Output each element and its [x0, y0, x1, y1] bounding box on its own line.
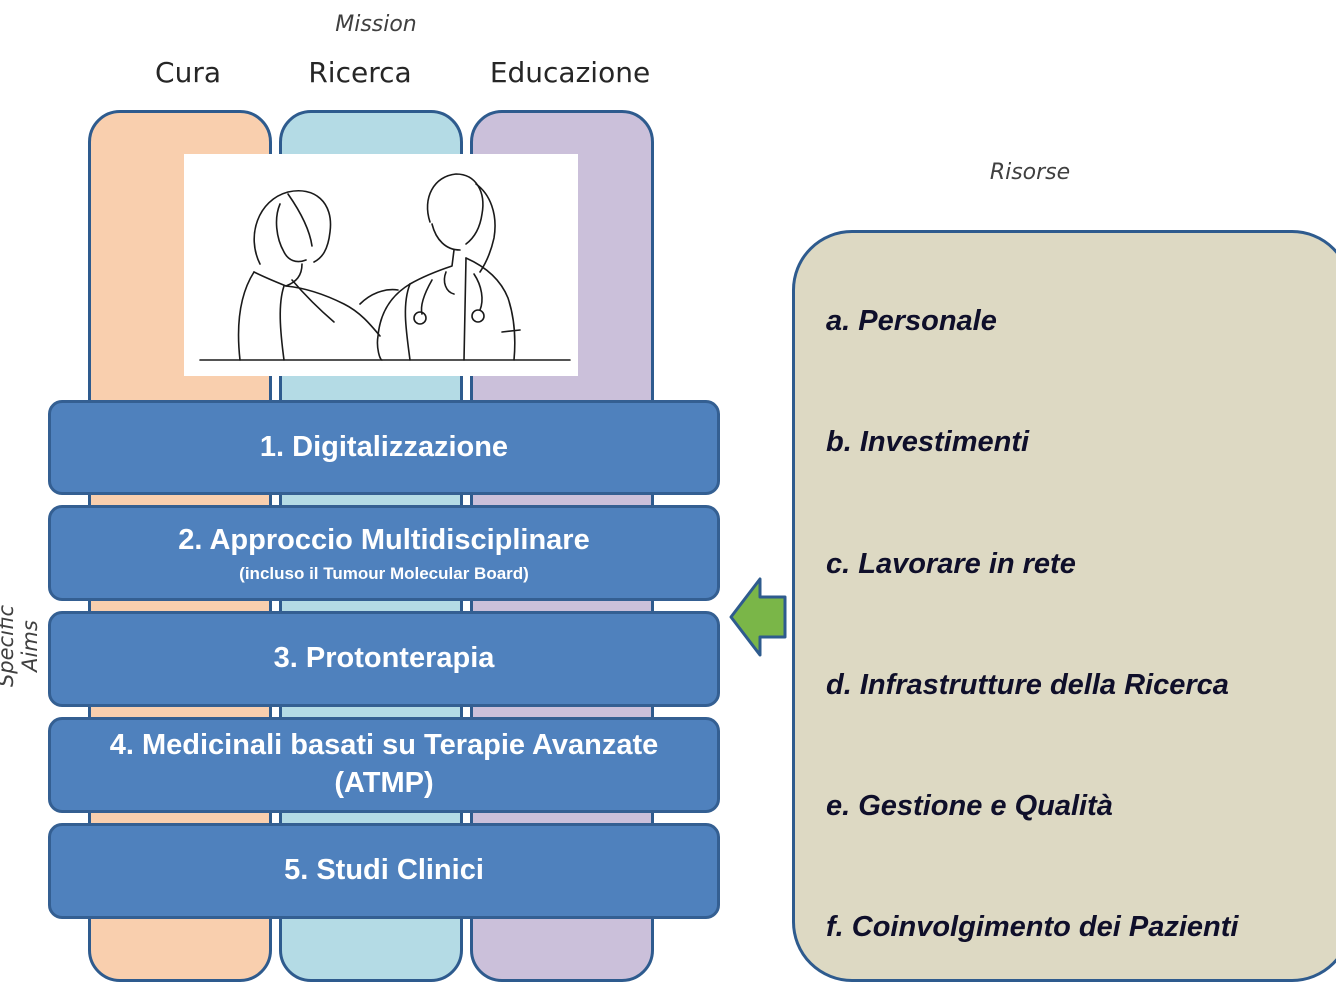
column-title-cura: Cura: [155, 56, 221, 89]
resource-item-gestione-qualita: e. Gestione e Qualità: [826, 790, 1113, 822]
aim-medicinali-atmp: 4. Medicinali basati su Terapie Avanzate…: [48, 717, 720, 813]
doctor-patient-line-drawing-icon: [199, 173, 571, 361]
aim-title: 4. Medicinali basati su Terapie Avanzate: [109, 729, 659, 762]
resource-item-personale: a. Personale: [826, 305, 997, 337]
risorse-panel: [792, 230, 1336, 982]
resource-item-infrastrutture: d. Infrastrutture della Ricerca: [826, 669, 1229, 701]
risorse-label: Risorse: [989, 160, 1071, 185]
aim-title: 3. Protonterapia: [273, 642, 495, 675]
column-title-educazione: Educazione: [489, 56, 651, 89]
aim-title: 2. Approccio Multidisciplinare: [178, 524, 590, 557]
column-title-ricerca: Ricerca: [308, 56, 412, 89]
aim-title: 5. Studi Clinici: [284, 854, 484, 887]
resource-item-coinvolgimento-pazienti: f. Coinvolgimento dei Pazienti: [826, 911, 1239, 943]
doctor-patient-illustration: [184, 154, 578, 376]
aim-title-line2: (ATMP): [334, 767, 434, 799]
specific-aims-label: Specific Aims: [0, 604, 42, 688]
resource-item-investimenti: b. Investimenti: [826, 426, 1030, 458]
aim-digitalizzazione: 1. Digitalizzazione: [48, 400, 720, 495]
aim-subtitle: (incluso il Tumour Molecular Board): [239, 563, 529, 583]
left-arrow-icon: [728, 576, 788, 658]
mission-label: Mission: [335, 12, 417, 37]
aim-protonterapia: 3. Protonterapia: [48, 611, 720, 707]
aim-title: 1. Digitalizzazione: [259, 430, 509, 463]
aim-approccio-multidisciplinare: 2. Approccio Multidisciplinare (incluso …: [48, 505, 720, 601]
resource-item-lavorare-in-rete: c. Lavorare in rete: [826, 548, 1076, 580]
aim-studi-clinici: 5. Studi Clinici: [48, 823, 720, 919]
